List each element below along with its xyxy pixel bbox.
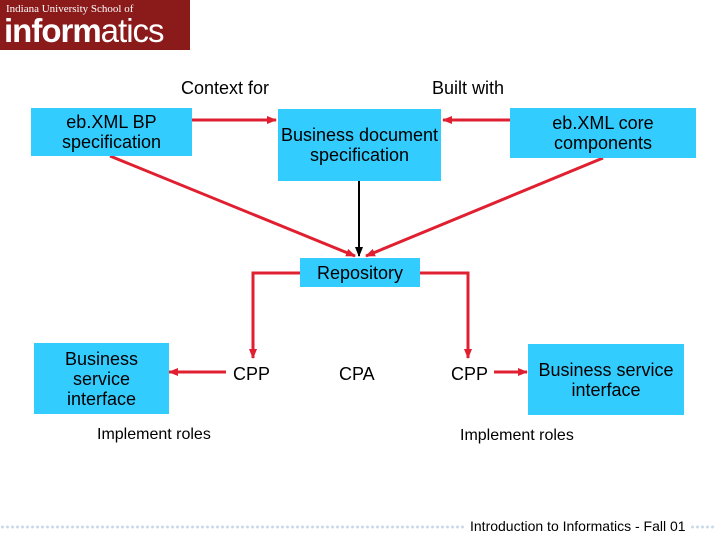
node-cpa: CPA	[339, 364, 375, 384]
label-context-for: Context for	[181, 78, 270, 98]
node-cpp-left: CPP	[233, 364, 271, 384]
node-cpp-right: CPP	[451, 364, 489, 384]
label-built-with: Built with	[432, 78, 505, 98]
logo-wordmark-bold: inform	[4, 12, 102, 49]
node-business-service-interface-left: Business service interface	[34, 343, 169, 414]
school-logo: Indiana University School of informatics	[0, 0, 190, 50]
arrow-repository-to-cpp-right	[420, 271, 472, 359]
arrow-core-to-repository	[365, 156, 604, 258]
arrow-bp-to-repository	[109, 154, 356, 258]
node-ebxml-bp-specification: eb.XML BP specification	[31, 108, 192, 156]
logo-wordmark: informatics	[4, 12, 165, 49]
node-repository: Repository	[300, 258, 420, 287]
logo-line1: Indiana University School of	[6, 3, 134, 15]
label-implement-roles-right: Implement roles	[460, 427, 574, 444]
footer-course-title: Introduction to Informatics - Fall 01	[466, 518, 690, 534]
footer-dotted-rule	[0, 523, 715, 531]
label-implement-roles-left: Implement roles	[97, 426, 211, 443]
arrow-repository-to-cpp-left	[249, 271, 300, 359]
node-business-service-interface-right: Business service interface	[528, 344, 684, 415]
node-business-document-specification: Business document specification	[278, 109, 441, 181]
logo-wordmark-rest: atics	[100, 12, 165, 49]
node-ebxml-core-components: eb.XML core components	[510, 108, 696, 158]
